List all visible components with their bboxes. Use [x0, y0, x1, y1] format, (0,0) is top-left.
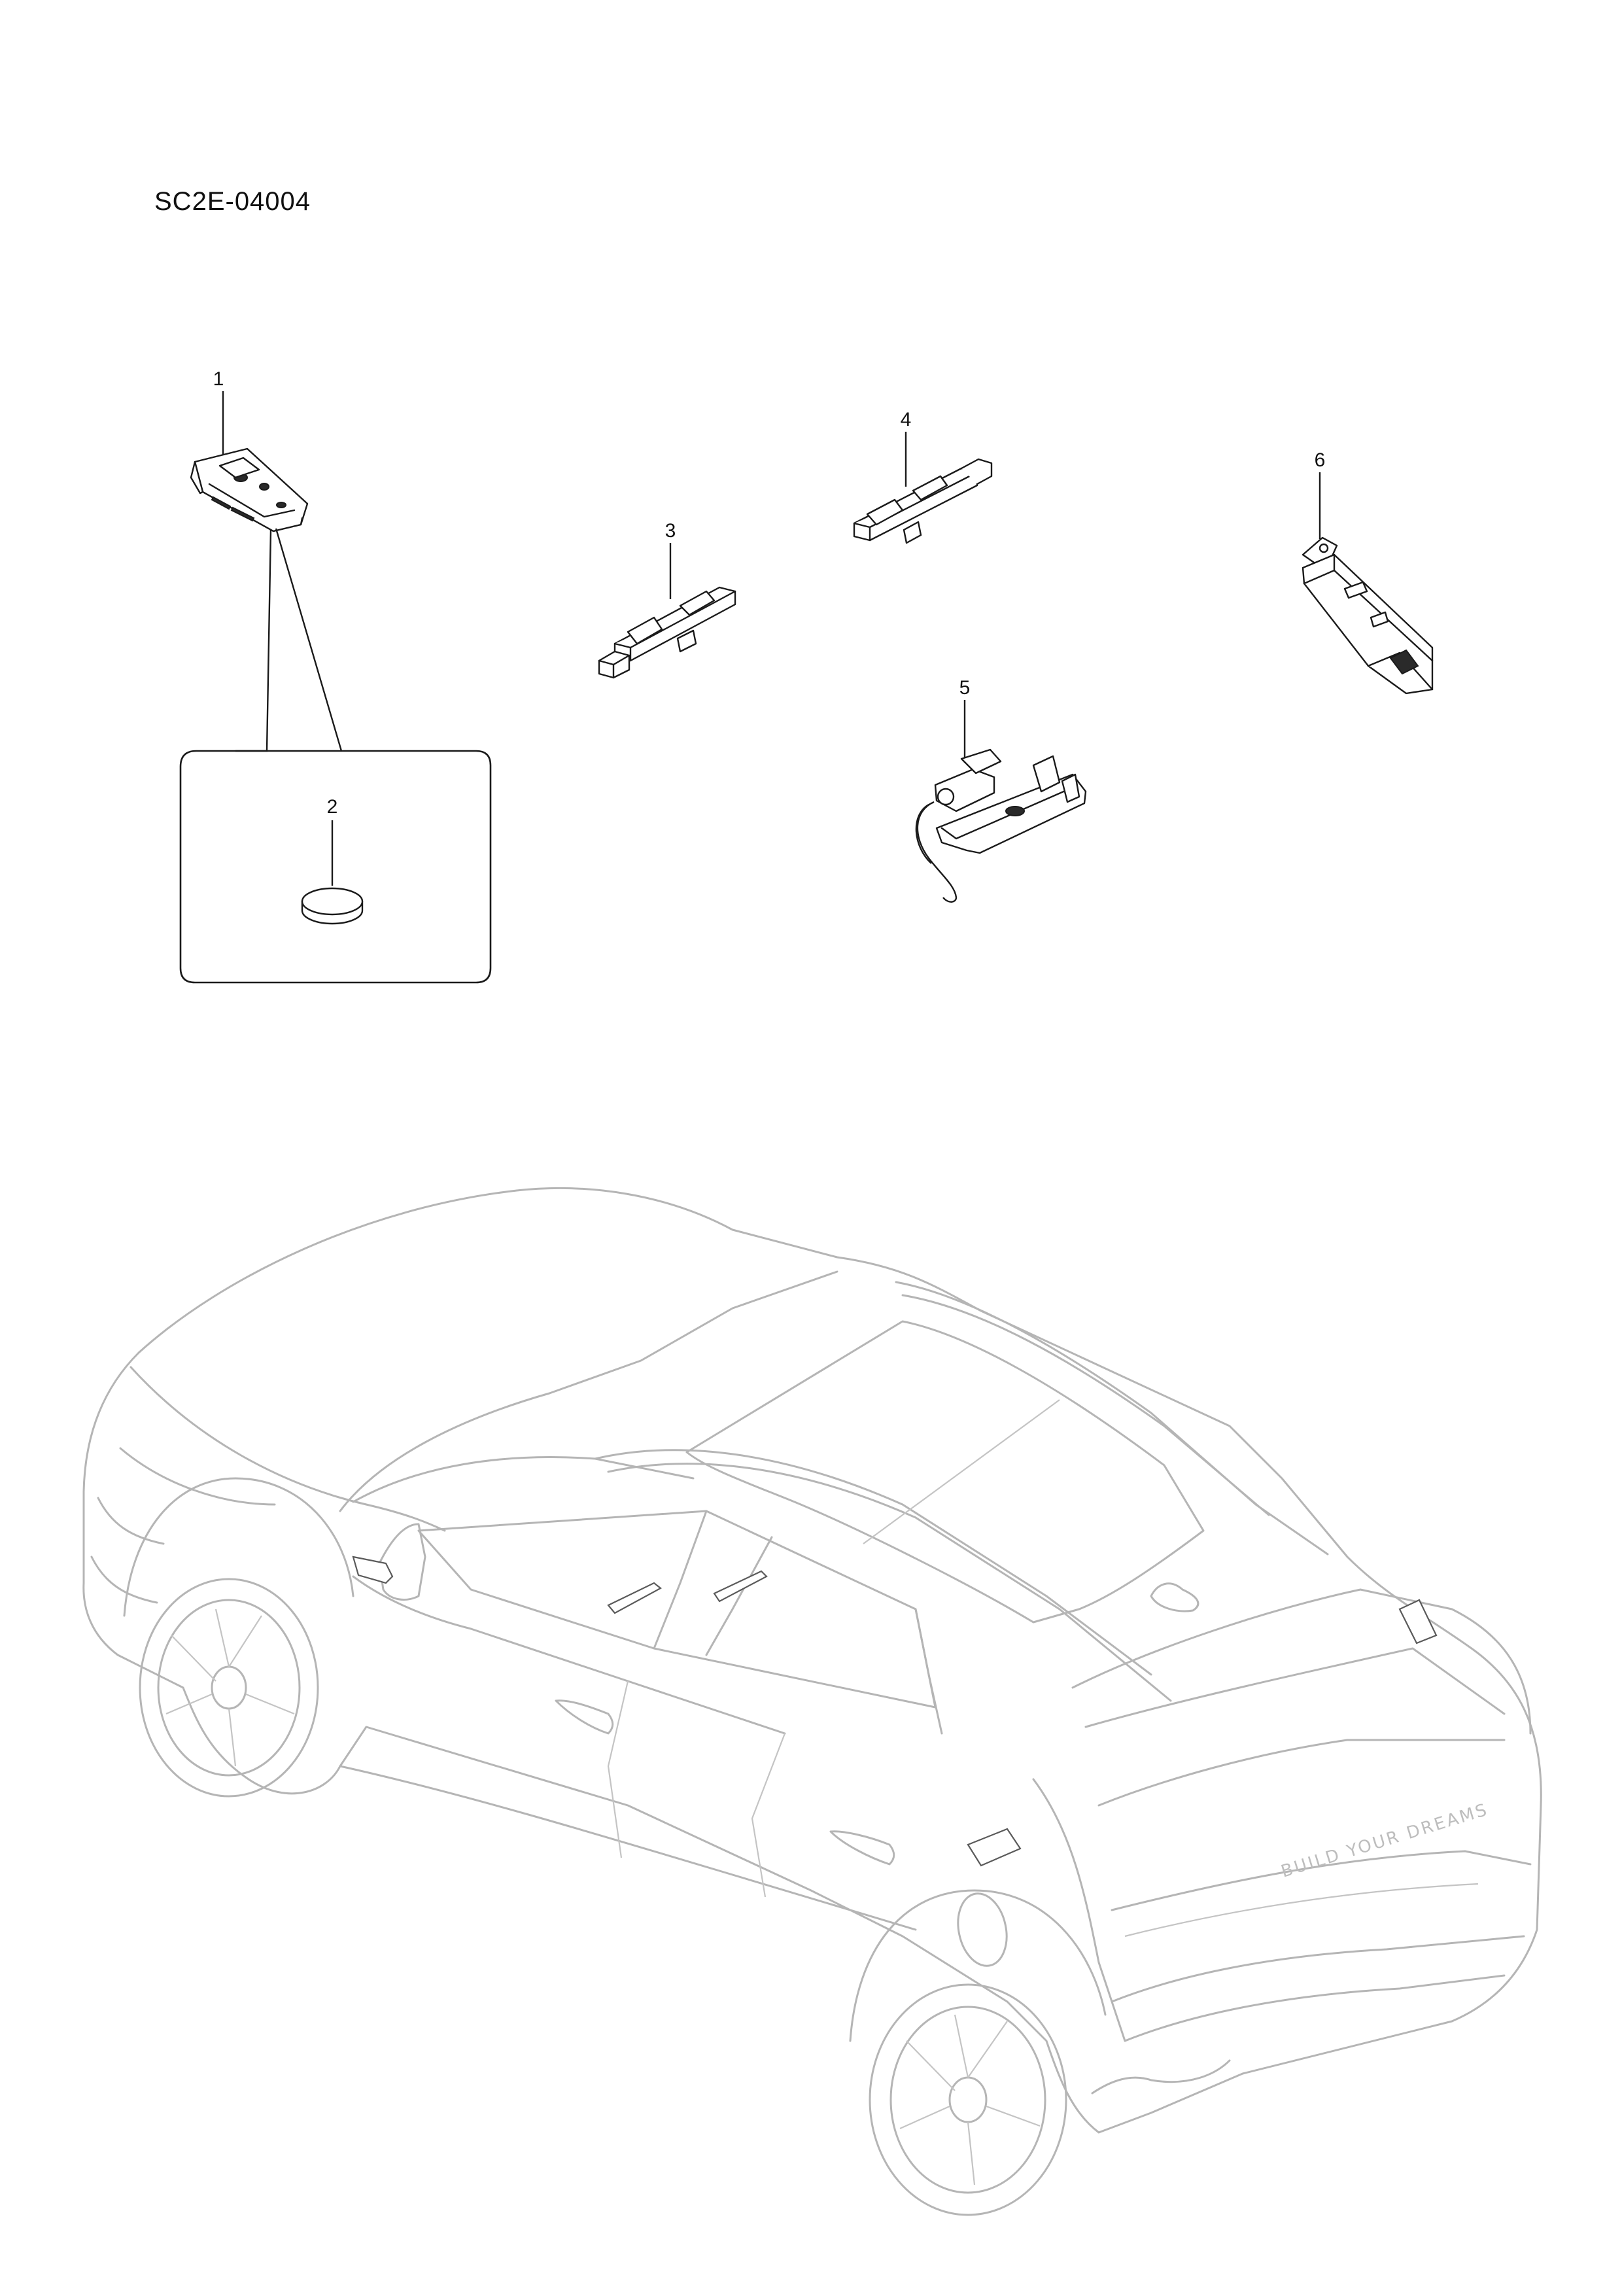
module-part-6[interactable]: 6 — [1302, 449, 1434, 695]
antenna-part-4[interactable]: 4 — [853, 409, 993, 544]
drawing-code: SC2E-04004 — [154, 187, 311, 216]
callout-4-label: 4 — [901, 409, 912, 430]
callout-2-label: 2 — [327, 796, 338, 818]
callout-3-label: 3 — [665, 520, 676, 542]
battery-detail-box — [179, 750, 492, 984]
coin-battery-part[interactable]: 2 — [301, 796, 364, 925]
bracket-sensor-part-5[interactable]: 5 — [915, 677, 1087, 903]
installed-part-markers — [352, 1556, 1438, 1867]
key-fob-part[interactable]: 1 — [190, 368, 309, 532]
callout-6-label: 6 — [1315, 449, 1326, 471]
tailgate-lettering: BUILD YOUR DREAMS — [1279, 1800, 1491, 1882]
vehicle-illustration: BUILD YOUR DREAMS — [82, 1187, 1542, 2216]
antenna-part-3[interactable]: 3 — [598, 520, 736, 679]
callout-1-label: 1 — [213, 368, 224, 390]
callout-5-label: 5 — [959, 677, 971, 699]
